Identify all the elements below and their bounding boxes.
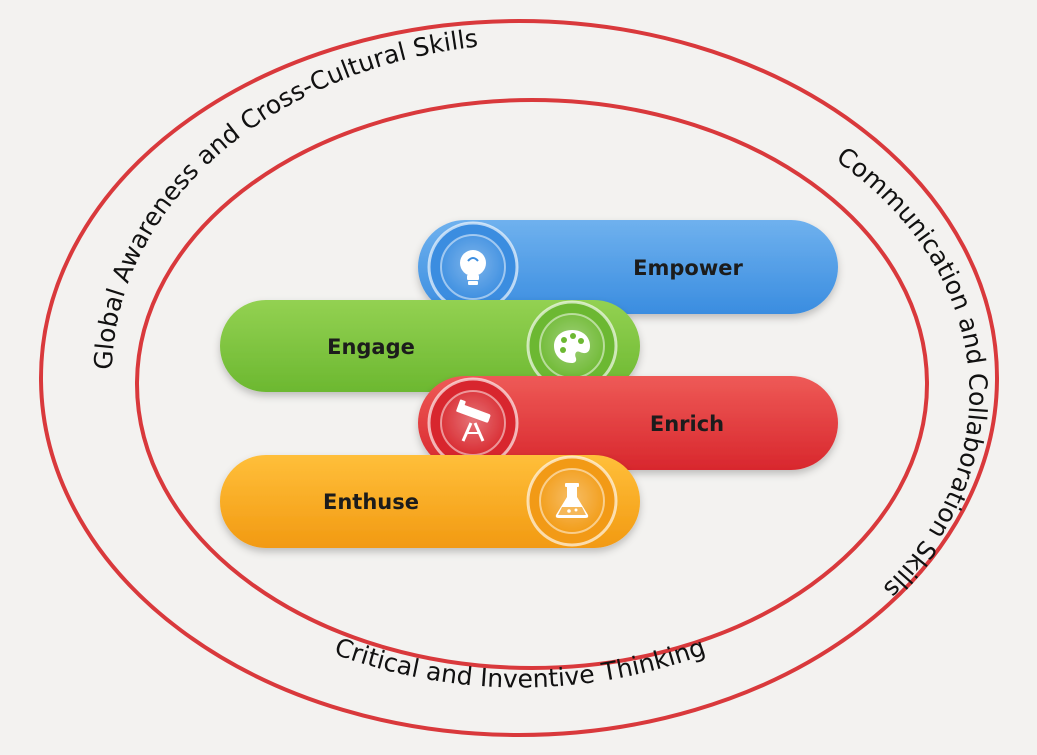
pill-empower-body — [418, 220, 838, 314]
palette-icon — [554, 330, 590, 363]
rings — [39, 19, 999, 737]
pill-enrich-label: Enrich — [650, 412, 724, 436]
pill-enthuse: Enthuse — [220, 455, 640, 548]
pill-enrich: Enrich — [418, 376, 838, 470]
flask-icon — [555, 483, 589, 518]
pill-empower: Empower — [418, 220, 838, 314]
pill-engage: Engage — [220, 300, 640, 392]
pill-enthuse-label: Enthuse — [323, 490, 419, 514]
outer-ring — [39, 19, 999, 737]
telescope-icon — [456, 399, 491, 442]
pill-enrich-body — [418, 376, 838, 470]
pill-empower-label: Empower — [633, 256, 743, 280]
ring-label-bottom: Critical and Inventive Thinking — [331, 632, 709, 693]
lightbulb-icon — [460, 250, 486, 285]
pill-engage-label: Engage — [327, 335, 415, 359]
inner-ring — [135, 98, 929, 670]
ring-label-right: Communication and Collaboration Skills — [832, 141, 993, 604]
